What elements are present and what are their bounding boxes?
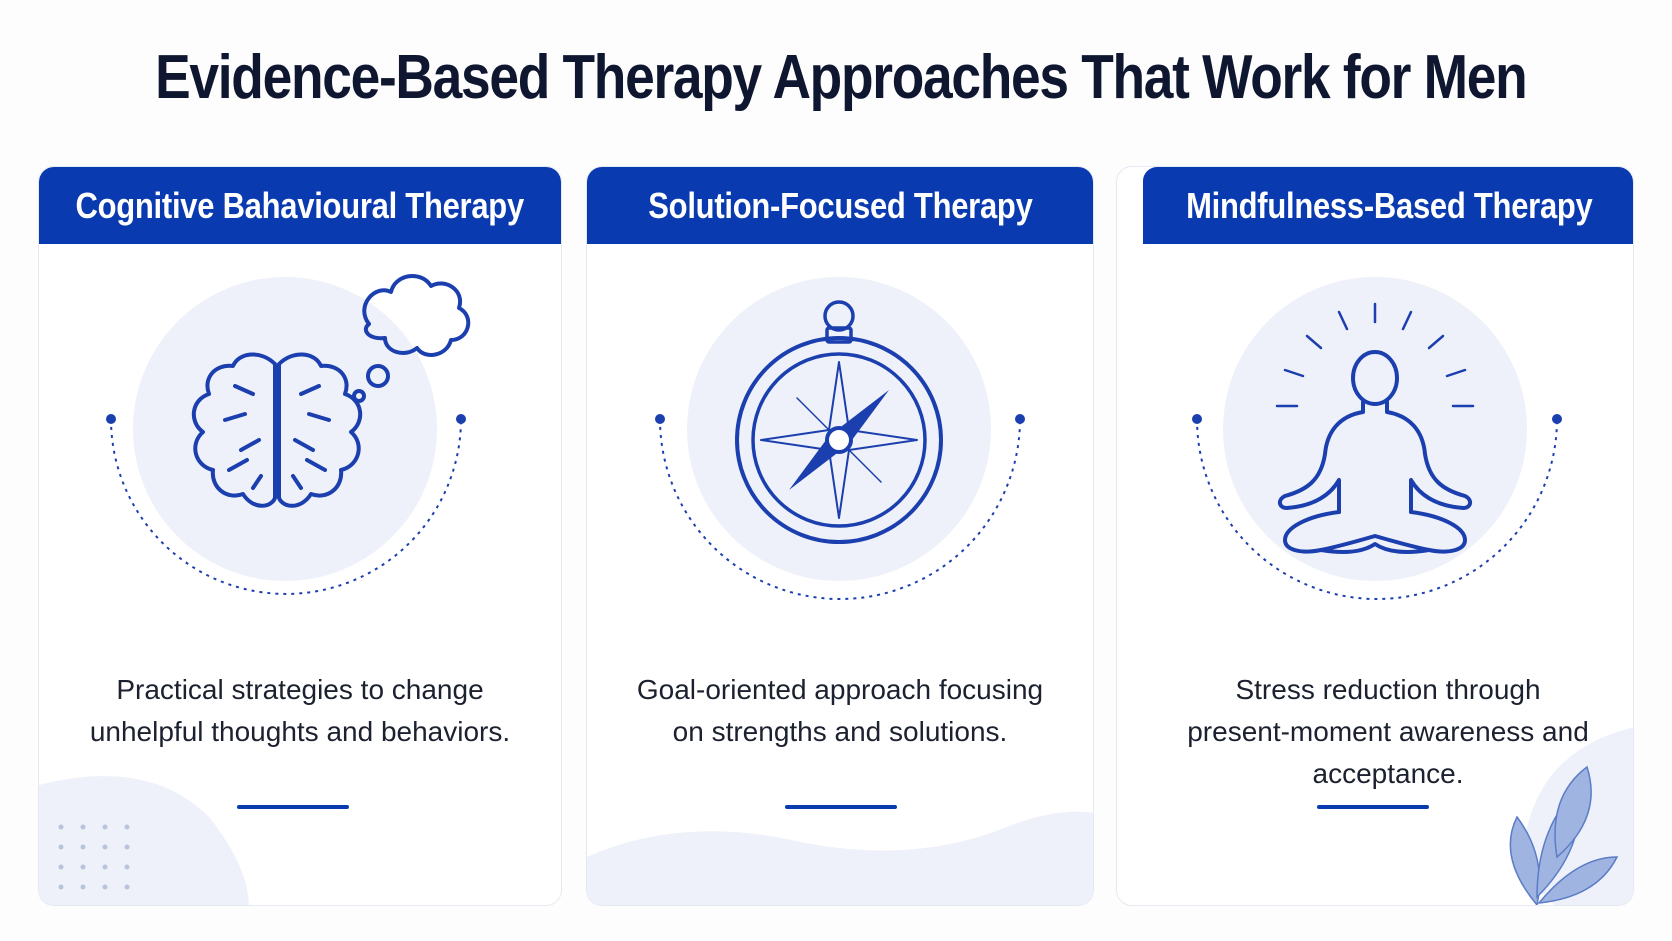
card-cbt-underline (237, 805, 349, 809)
card-solution-focused-description-line-2: on strengths and solutions. (672, 716, 1008, 747)
card-mindfulness-underline (1317, 805, 1429, 809)
card-mindfulness-description: Stress reduction through present-moment … (1163, 669, 1613, 795)
card-mindfulness-heading: Mindfulness-Based Therapy (1185, 184, 1593, 226)
card-cbt-header: Cognitive Bahavioural Therapy (39, 167, 561, 244)
card-mindfulness-header: Mindfulness-Based Therapy (1143, 167, 1633, 244)
card-mindfulness: Mindfulness-Based Therapy (1116, 166, 1634, 906)
compass-icon (655, 277, 1025, 600)
card-cbt-description-line-2: unhelpful thoughts and behaviors. (89, 716, 511, 747)
card-cbt-description-line-1: Practical strategies to change (116, 674, 484, 705)
card-solution-focused-underline (785, 805, 897, 809)
card-cbt-description: Practical strategies to change unhelpful… (59, 669, 541, 753)
card-cbt-heading: Cognitive Bahavioural Therapy (75, 184, 525, 226)
card-mindfulness-description-line-3: acceptance. (1312, 758, 1464, 789)
card-solution-focused: Solution-Focused Therapy Goal- (586, 166, 1094, 906)
card-cbt-icon-area (39, 244, 561, 804)
card-mindfulness-description-line-1: Stress reduction through (1235, 674, 1541, 705)
card-solution-focused-header: Solution-Focused Therapy (587, 167, 1093, 244)
meditating-person-icon (1192, 277, 1562, 600)
brain-with-thought-bubble-icon (106, 274, 471, 595)
card-mindfulness-description-line-2: present-moment awareness and (1187, 716, 1589, 747)
page-title: Evidence-Based Therapy Approaches That W… (155, 43, 1528, 112)
card-solution-focused-icon-area (587, 244, 1093, 804)
card-solution-focused-heading: Solution-Focused Therapy (647, 184, 1033, 226)
card-mindfulness-icon-area (1117, 244, 1633, 804)
card-cbt: Cognitive Bahavioural Therapy (38, 166, 562, 906)
card-solution-focused-description-line-1: Goal-oriented approach focusing (636, 674, 1044, 705)
card-solution-focused-description: Goal-oriented approach focusing on stren… (607, 669, 1073, 753)
